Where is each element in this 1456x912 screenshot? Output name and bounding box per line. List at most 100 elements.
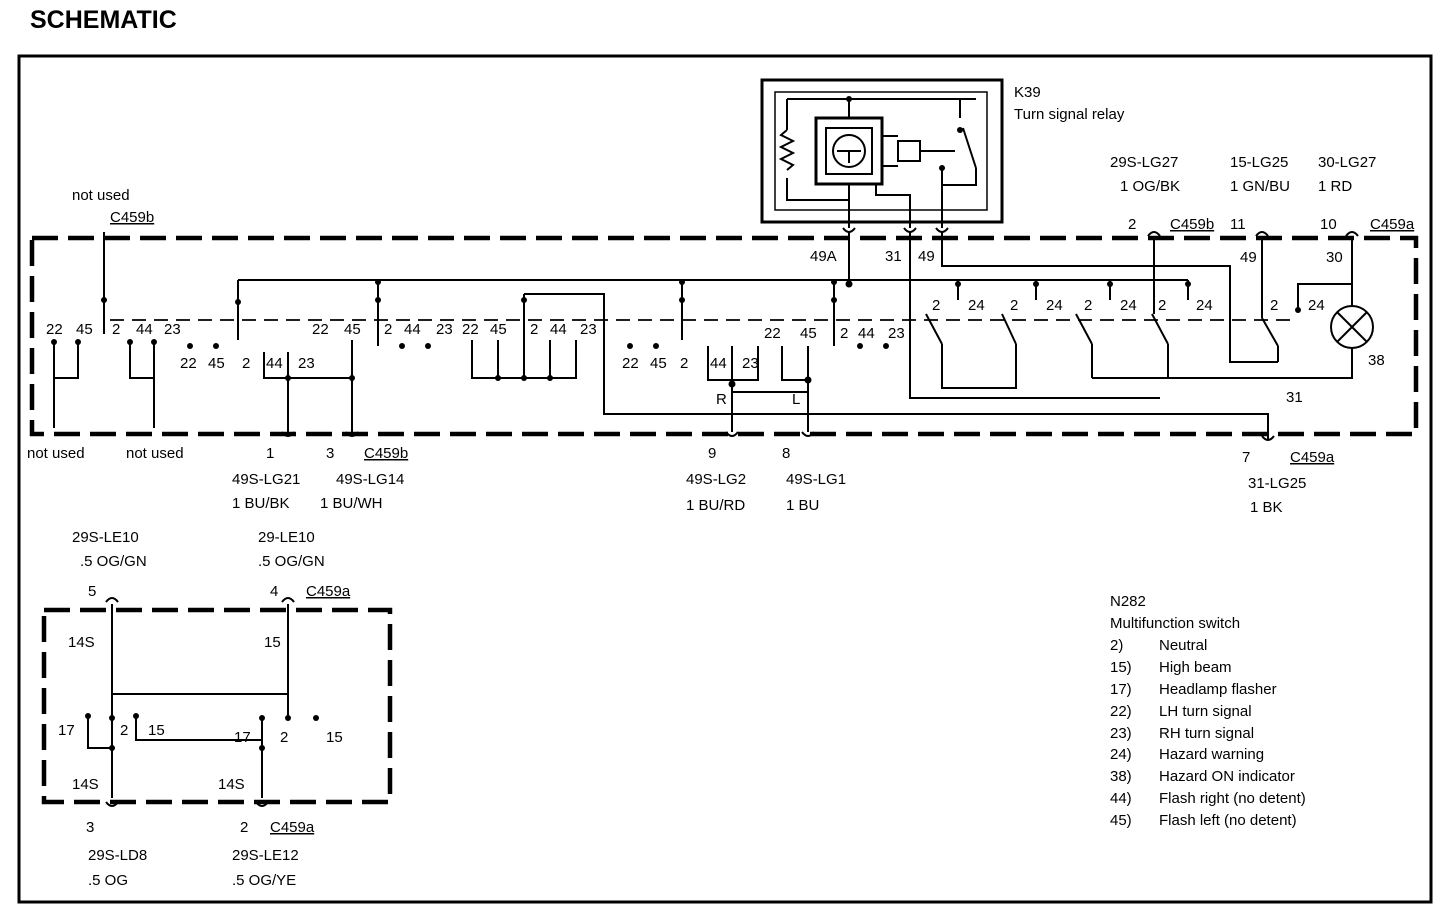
lower-pin-3: 3 — [86, 819, 94, 836]
switch-pin-label: 2 — [680, 355, 688, 372]
legend-text: Flash right (no detent) — [1159, 790, 1306, 807]
hazard-pin-label: 24 — [1046, 297, 1063, 314]
switch-pin-label: 22 — [46, 321, 63, 338]
legend-num: 17) — [1110, 681, 1132, 698]
wire-49s-lg2-color: 1 BU/RD — [686, 497, 745, 514]
top-not-used: not used — [72, 187, 130, 204]
pin-2-top: 2 — [1128, 216, 1136, 233]
wire-49s-lg1-color: 1 BU — [786, 497, 819, 514]
lower-connector-c459a-top: C459a — [306, 583, 351, 600]
hazard-pin-label: 2 — [1084, 297, 1092, 314]
relay-pin-49a: 49A — [810, 248, 837, 265]
legend-num: 22) — [1110, 703, 1132, 720]
switch-pin-label: 45 — [76, 321, 93, 338]
lamp-pin-38: 38 — [1368, 352, 1385, 369]
relay-oscillator-icon — [832, 134, 866, 168]
wire-29s-ld8-code: 29S-LD8 — [88, 847, 147, 864]
legend-num: 38) — [1110, 768, 1132, 785]
legend-num: 23) — [1110, 725, 1132, 742]
switch-pin-label: 23 — [436, 321, 453, 338]
legend-id: N282 — [1110, 593, 1146, 610]
legend-num: 15) — [1110, 659, 1132, 676]
switch-pin-label: 2 — [384, 321, 392, 338]
wire-31-lg25-color: 1 BK — [1250, 499, 1283, 516]
relay-pin-49: 49 — [918, 248, 935, 265]
hazard-pin-label: 24 — [968, 297, 985, 314]
pin-10-top: 10 — [1320, 216, 1337, 233]
switch-pin-label: 45 — [490, 321, 507, 338]
switch-pin-label: 45 — [344, 321, 361, 338]
switch-pin-label: 45 — [208, 355, 225, 372]
hazard-pin-label: 24 — [1120, 297, 1137, 314]
hazard-pin-label: 24 — [1308, 297, 1325, 314]
switch-pin-label: 44 — [266, 355, 283, 372]
legend-text: Hazard ON indicator — [1159, 768, 1295, 785]
switch-pin-label: 23 — [888, 325, 905, 342]
not-used-left: not used — [27, 445, 85, 462]
wire-49s-lg21-color: 1 BU/BK — [232, 495, 290, 512]
lower-pin-label: 17 — [234, 729, 251, 746]
legend-num: 24) — [1110, 746, 1132, 763]
turn-signal-relay — [760, 78, 1004, 228]
headlamp-switch-outline — [41, 607, 393, 805]
switch-pin-label: 44 — [404, 321, 421, 338]
wire-30-lg27-code: 30-LG27 — [1318, 154, 1376, 171]
connector-c459a-bottom: C459a — [1290, 449, 1335, 466]
switch-pin-label: 22 — [462, 321, 479, 338]
switch-pin-label: 22 — [180, 355, 197, 372]
wire-29s-lg27-color: 1 OG/BK — [1120, 178, 1180, 195]
switch-housing-outline — [29, 235, 1419, 437]
wire-29-le10-color: .5 OG/GN — [258, 553, 325, 570]
label-l: L — [792, 391, 800, 408]
wire-15-lg25-code: 15-LG25 — [1230, 154, 1288, 171]
not-used-middle: not used — [126, 445, 184, 462]
pin-7-bottom: 7 — [1242, 449, 1250, 466]
resistor-icon — [778, 129, 796, 171]
ground-label-31: 31 — [1286, 389, 1303, 406]
switch-pin-label: 45 — [800, 325, 817, 342]
relay-pin-31: 31 — [885, 248, 902, 265]
switch-pin-label: 44 — [136, 321, 153, 338]
legend-text: High beam — [1159, 659, 1232, 676]
pin-9-bottom: 9 — [708, 445, 716, 462]
switch-pin-label: 44 — [710, 355, 727, 372]
page-title: SCHEMATIC — [30, 6, 177, 34]
connector-c459a-top: C459a — [1370, 216, 1415, 233]
switch-pin-label: 2 — [530, 321, 538, 338]
lower-pin-label: 2 — [120, 722, 128, 739]
outer-frame — [17, 54, 1433, 904]
hazard-pin-label: 2 — [1010, 297, 1018, 314]
wire-49s-lg21-code: 49S-LG21 — [232, 471, 300, 488]
wire-29s-le12-color: .5 OG/YE — [232, 872, 296, 889]
wire-49s-lg14-code: 49S-LG14 — [336, 471, 404, 488]
top-left-connector: C459b — [110, 209, 154, 226]
wire-29s-le10-code: 29S-LE10 — [72, 529, 139, 546]
wire-29s-lg27-code: 29S-LG27 — [1110, 154, 1178, 171]
lower-pin-label: 15 — [264, 634, 281, 651]
switch-pin-label: 22 — [764, 325, 781, 342]
lower-pin-label: 14S — [68, 634, 95, 651]
switch-pin-label: 2 — [840, 325, 848, 342]
lower-pin-label: 17 — [58, 722, 75, 739]
lower-pin-label: 14S — [72, 776, 99, 793]
hazard-pin-label: 2 — [1158, 297, 1166, 314]
switch-pin-label: 23 — [742, 355, 759, 372]
legend-text: Headlamp flasher — [1159, 681, 1277, 698]
pin-30-right: 30 — [1326, 249, 1343, 266]
pin-8-bottom: 8 — [782, 445, 790, 462]
switch-pin-label: 44 — [858, 325, 875, 342]
switch-pin-label: 22 — [622, 355, 639, 372]
wire-30-lg27-color: 1 RD — [1318, 178, 1352, 195]
wire-49s-lg1-code: 49S-LG1 — [786, 471, 846, 488]
wire-31-lg25-code: 31-LG25 — [1248, 475, 1306, 492]
lower-connector-c459a-bottom: C459a — [270, 819, 315, 836]
switch-pin-label: 44 — [550, 321, 567, 338]
wire-29s-le10-color: .5 OG/GN — [80, 553, 147, 570]
hazard-pin-label: 2 — [1270, 297, 1278, 314]
legend: N282 Multifunction switch 2) Neutral 15)… — [1110, 593, 1306, 829]
switch-pin-label: 2 — [112, 321, 120, 338]
switch-pin-label: 23 — [580, 321, 597, 338]
legend-text: RH turn signal — [1159, 725, 1254, 742]
